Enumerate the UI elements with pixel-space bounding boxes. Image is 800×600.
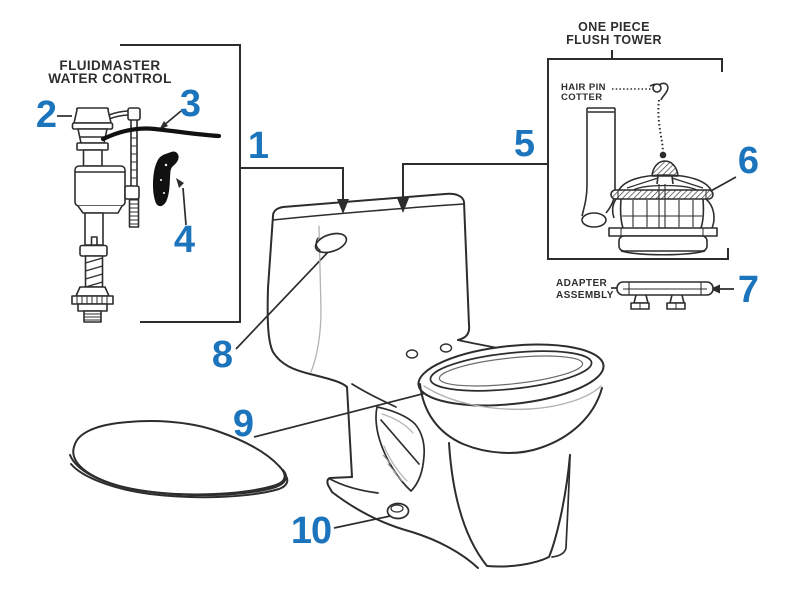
- flush-tower-assembly: [581, 82, 718, 256]
- tower-float: [651, 160, 679, 177]
- deck-bolt-cap-left: [405, 349, 419, 359]
- arrow-down-icon: [397, 198, 409, 213]
- leader-8: [235, 249, 331, 350]
- callout-number-2: 2: [35, 94, 57, 136]
- tank-lid-seam: [272, 203, 465, 221]
- arrowhead-4-icon: [176, 178, 184, 188]
- hair-pin-label-line2: COTTER: [561, 92, 603, 103]
- rim-highlight: [423, 385, 602, 410]
- arrowhead-7-icon: [710, 284, 720, 294]
- callout-number-6: 6: [737, 140, 759, 182]
- refill-hose-and-seal: [100, 126, 222, 207]
- callout-number-9: 9: [232, 403, 254, 445]
- callout-number-7: 7: [737, 269, 759, 311]
- flush-tower-bracket: [397, 50, 729, 260]
- valve-cap: [73, 107, 112, 124]
- flush-handle: [314, 232, 348, 254]
- seat-lid-edge-1: [69, 454, 288, 497]
- tower-flange: [608, 227, 718, 237]
- lock-nut: [79, 244, 108, 257]
- callout-number-1: 1: [247, 125, 269, 167]
- seat-lid: [69, 420, 289, 499]
- leader-4: [182, 187, 187, 226]
- bowl-body: [419, 383, 603, 454]
- base-foot: [326, 476, 479, 569]
- tank-outline: [272, 192, 471, 341]
- adapter-assembly-label: ADAPTER ASSEMBLY: [556, 278, 614, 301]
- callout-number-8: 8: [211, 334, 233, 376]
- tank-left-edge: [266, 215, 311, 375]
- flush-tower-title-line1: ONE PIECE: [578, 20, 650, 34]
- callout-number-3: 3: [179, 83, 201, 125]
- body-left-edge: [309, 373, 353, 478]
- hair-pin-cotter-label: HAIR PIN COTTER: [561, 83, 606, 103]
- seat-lid-edge-2: [70, 463, 289, 499]
- tower-rim: [610, 189, 714, 200]
- adapter-assembly: [616, 281, 714, 310]
- base-bolt-cap-inner: [390, 504, 404, 513]
- fluidmaster-title: FLUIDMASTER WATER CONTROL: [48, 58, 172, 86]
- flapper-seal: [153, 151, 179, 207]
- adapter-label-line2: ASSEMBLY: [556, 289, 614, 301]
- leader-6: [708, 176, 737, 193]
- refill-clip: [124, 185, 140, 200]
- flush-tower-title: ONE PIECE FLUSH TOWER: [566, 21, 662, 46]
- fluidmaster-title-line2: WATER CONTROL: [48, 71, 172, 86]
- base-bolt-cap: [386, 502, 410, 520]
- refill-hose: [100, 126, 222, 142]
- callout-number-4: 4: [173, 219, 195, 261]
- callout-number-10: 10: [290, 510, 332, 552]
- leader-10: [333, 514, 396, 529]
- lift-chain: [657, 99, 664, 159]
- adapter-label-line1: ADAPTER: [556, 278, 608, 289]
- fluidmaster-title-line1: FLUIDMASTER: [59, 58, 161, 73]
- hair-pin-label-line1: HAIR PIN: [561, 82, 606, 93]
- tower-dome: [618, 174, 712, 191]
- callout-number-5: 5: [513, 123, 535, 165]
- flush-tower-title-line2: FLUSH TOWER: [566, 32, 662, 47]
- trapway-recess: [375, 406, 426, 492]
- tower-base: [618, 235, 708, 252]
- deck-bolt-cap-right: [439, 343, 453, 353]
- refill-tube-fitting: [127, 107, 141, 121]
- toilet-body: [266, 192, 605, 569]
- pedestal: [448, 442, 571, 568]
- bowl-opening: [429, 350, 593, 392]
- overflow-pipe: [581, 108, 588, 217]
- bowl-water-line: [438, 355, 584, 387]
- tank-corner-line: [310, 225, 322, 373]
- fill-valve: [71, 107, 141, 323]
- hair-pin-cotter: [652, 83, 662, 93]
